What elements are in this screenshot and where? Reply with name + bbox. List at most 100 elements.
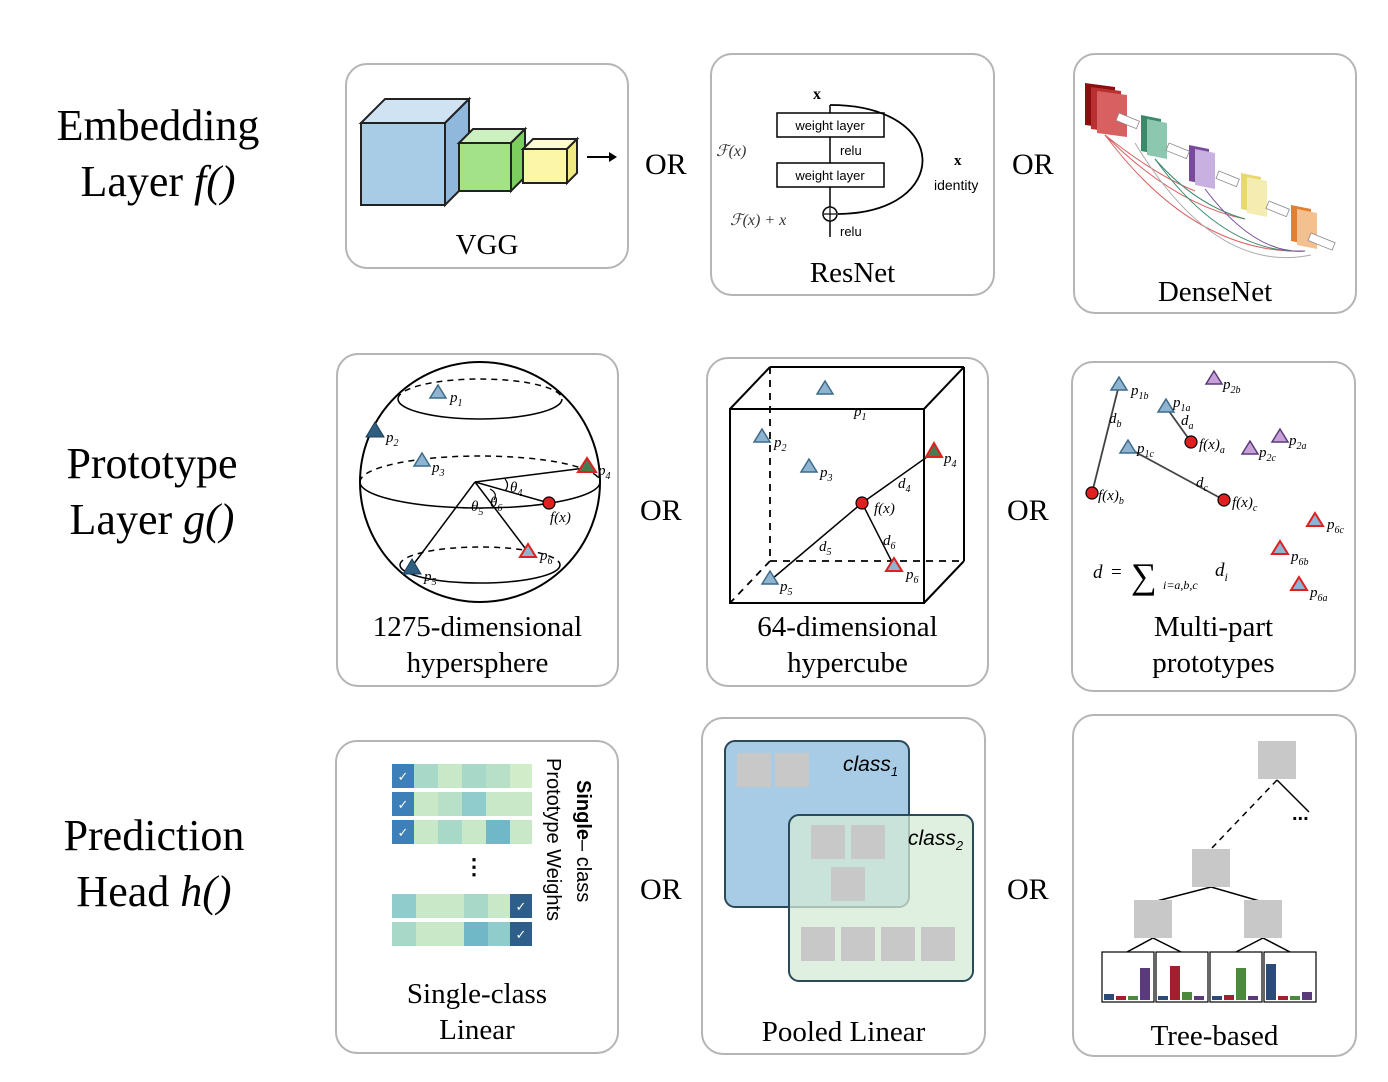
caption-line2: Linear	[439, 1014, 515, 1046]
row-label-embedding: Embedding Layer f()	[28, 98, 288, 210]
class2-label: class2	[908, 827, 964, 853]
caption-line2: hypersphere	[406, 647, 549, 679]
resnet-x-label: x	[813, 86, 821, 103]
or-label: OR	[1012, 148, 1054, 181]
caption-line1: 64-dimensional	[757, 611, 938, 643]
identity-x-label: x	[954, 153, 962, 169]
svg-text:d5: d5	[819, 539, 832, 558]
vgg-caption: VGG	[455, 229, 519, 261]
svg-text:∑: ∑	[1131, 556, 1157, 596]
distance-formula: d = ∑ i=a,b,c di	[1093, 556, 1228, 596]
svg-text:f(x)a: f(x)a	[1199, 437, 1225, 456]
densenet-caption: DenseNet	[1157, 276, 1273, 308]
tree-nodes	[1134, 741, 1296, 938]
layer-labels	[1115, 112, 1336, 251]
svg-text:p2: p2	[773, 435, 787, 454]
caption-line1: Single-class	[406, 978, 548, 1010]
svg-text:p2a: p2a	[1288, 433, 1307, 452]
check-icon: ✓	[398, 825, 409, 840]
svg-text:p2b: p2b	[1222, 377, 1241, 396]
densenet-panel: DenseNet	[1073, 53, 1357, 314]
svg-text:θ5: θ5	[471, 499, 483, 518]
row-label-fn: f()	[194, 157, 236, 206]
single-class-diagram: ✓ ✓ ✓ ⋮	[392, 758, 594, 946]
svg-text:θ4: θ4	[510, 480, 522, 499]
svg-text:p3: p3	[431, 460, 445, 479]
svg-text:p1c: p1c	[1136, 441, 1155, 460]
check-icon: ✓	[516, 927, 527, 942]
tree-ellipsis: ...	[1292, 803, 1309, 825]
hypersphere-diagram: θ4 θ6 θ5 p1 p2 p3 p4 p5 p6 f(x)	[359, 361, 611, 603]
check-icon: ✓	[398, 797, 409, 812]
row-label-fn: g()	[183, 495, 235, 544]
prototype-markers	[1109, 369, 1325, 591]
class1-label: class1	[843, 753, 898, 779]
row-label-line1: Embedding	[56, 101, 260, 150]
row-label-prediction: Prediction Head h()	[24, 808, 284, 920]
relu-label: relu	[840, 224, 862, 239]
row-label-line1: Prediction	[63, 811, 245, 860]
row-label-line2: Layer	[80, 157, 195, 206]
svg-text:d: d	[1093, 562, 1103, 583]
hypercube-diagram: p1 p2 p3 p4 p5 p6 f(x) d4 d5 d6	[729, 366, 965, 604]
resnet-panel: x weight layer relu weight layer relu ℱ(…	[710, 53, 995, 296]
multipart-panel: p1b p1a p1c p2b p2c p2a p6c p6b p6a f(x)…	[1071, 361, 1356, 692]
or-label: OR	[640, 494, 682, 527]
svg-text:f(x)c: f(x)c	[1232, 495, 1258, 514]
svg-text:p6: p6	[905, 567, 919, 586]
svg-text:p2c: p2c	[1258, 445, 1277, 464]
caption-line2: hypercube	[787, 647, 908, 679]
check-icon: ✓	[398, 769, 409, 784]
svg-text:di: di	[1215, 560, 1228, 584]
row-label-line1: Prototype	[66, 439, 238, 488]
svg-text:p1: p1	[449, 390, 463, 409]
identity-label: identity	[934, 177, 978, 193]
svg-text:p6c: p6c	[1326, 517, 1345, 536]
svg-text:p1b: p1b	[1130, 383, 1149, 402]
fx-point	[542, 496, 556, 510]
tree-edges	[1126, 779, 1310, 953]
row-label-fn: h()	[180, 867, 232, 916]
svg-text:p3: p3	[819, 465, 833, 484]
pooled-diagram: class1 class2	[724, 740, 974, 982]
row-label-prototype: Prototype Layer g()	[22, 436, 282, 548]
svg-text:d4: d4	[898, 476, 911, 495]
svg-text:db: db	[1109, 411, 1122, 430]
vgg-panel: VGG	[345, 63, 629, 269]
tree-diagram: ...	[1101, 741, 1317, 1003]
hypercube-panel: p1 p2 p3 p4 p5 p6 f(x) d4 d5 d6 64-dimen…	[706, 357, 989, 687]
or-label: OR	[640, 873, 682, 906]
prototype-markers	[365, 383, 598, 575]
tree-panel: ... Tree-based	[1072, 714, 1357, 1057]
resnet-diagram: x weight layer relu weight layer relu ℱ(…	[716, 86, 978, 239]
svg-text:f(x)b: f(x)b	[1098, 488, 1124, 507]
densenet-diagram	[1085, 83, 1336, 259]
tree-caption: Tree-based	[1150, 1020, 1279, 1052]
resnet-caption: ResNet	[809, 257, 896, 289]
prototype-squares	[737, 753, 955, 961]
svg-text:p1: p1	[853, 404, 867, 423]
row-label-line2: Head	[76, 867, 181, 916]
multipart-caption: Multi-part prototypes	[1073, 609, 1354, 681]
svg-text:p6a: p6a	[1309, 585, 1328, 604]
svg-text:i=a,b,c: i=a,b,c	[1163, 578, 1198, 592]
or-label: OR	[1007, 873, 1049, 906]
densenet-blocks	[1085, 83, 1317, 249]
check-icon: ✓	[516, 899, 527, 914]
svg-text:=: =	[1111, 562, 1122, 583]
svg-text:p6b: p6b	[1290, 549, 1309, 568]
vgg-diagram	[358, 96, 617, 208]
weight-rows: ✓ ✓ ✓ ⋮	[392, 764, 532, 946]
pooled-caption: Pooled Linear	[761, 1016, 926, 1048]
vertical-label-line2: Prototype Weights	[542, 758, 564, 921]
rows-ellipsis: ⋮	[463, 854, 485, 879]
caption-line2: prototypes	[1152, 647, 1275, 679]
vertical-label-line1: Single– class	[572, 780, 594, 902]
weight-layer-label: weight layer	[794, 168, 865, 183]
or-label: OR	[1007, 494, 1049, 527]
multipart-diagram: p1b p1a p1c p2b p2c p2a p6c p6b p6a f(x)…	[1085, 369, 1345, 604]
single-class-panel: ✓ ✓ ✓ ⋮	[335, 740, 619, 1054]
svg-text:f(x): f(x)	[874, 501, 895, 517]
caption-line1: Multi-part	[1153, 611, 1274, 643]
fx-point	[855, 496, 869, 510]
